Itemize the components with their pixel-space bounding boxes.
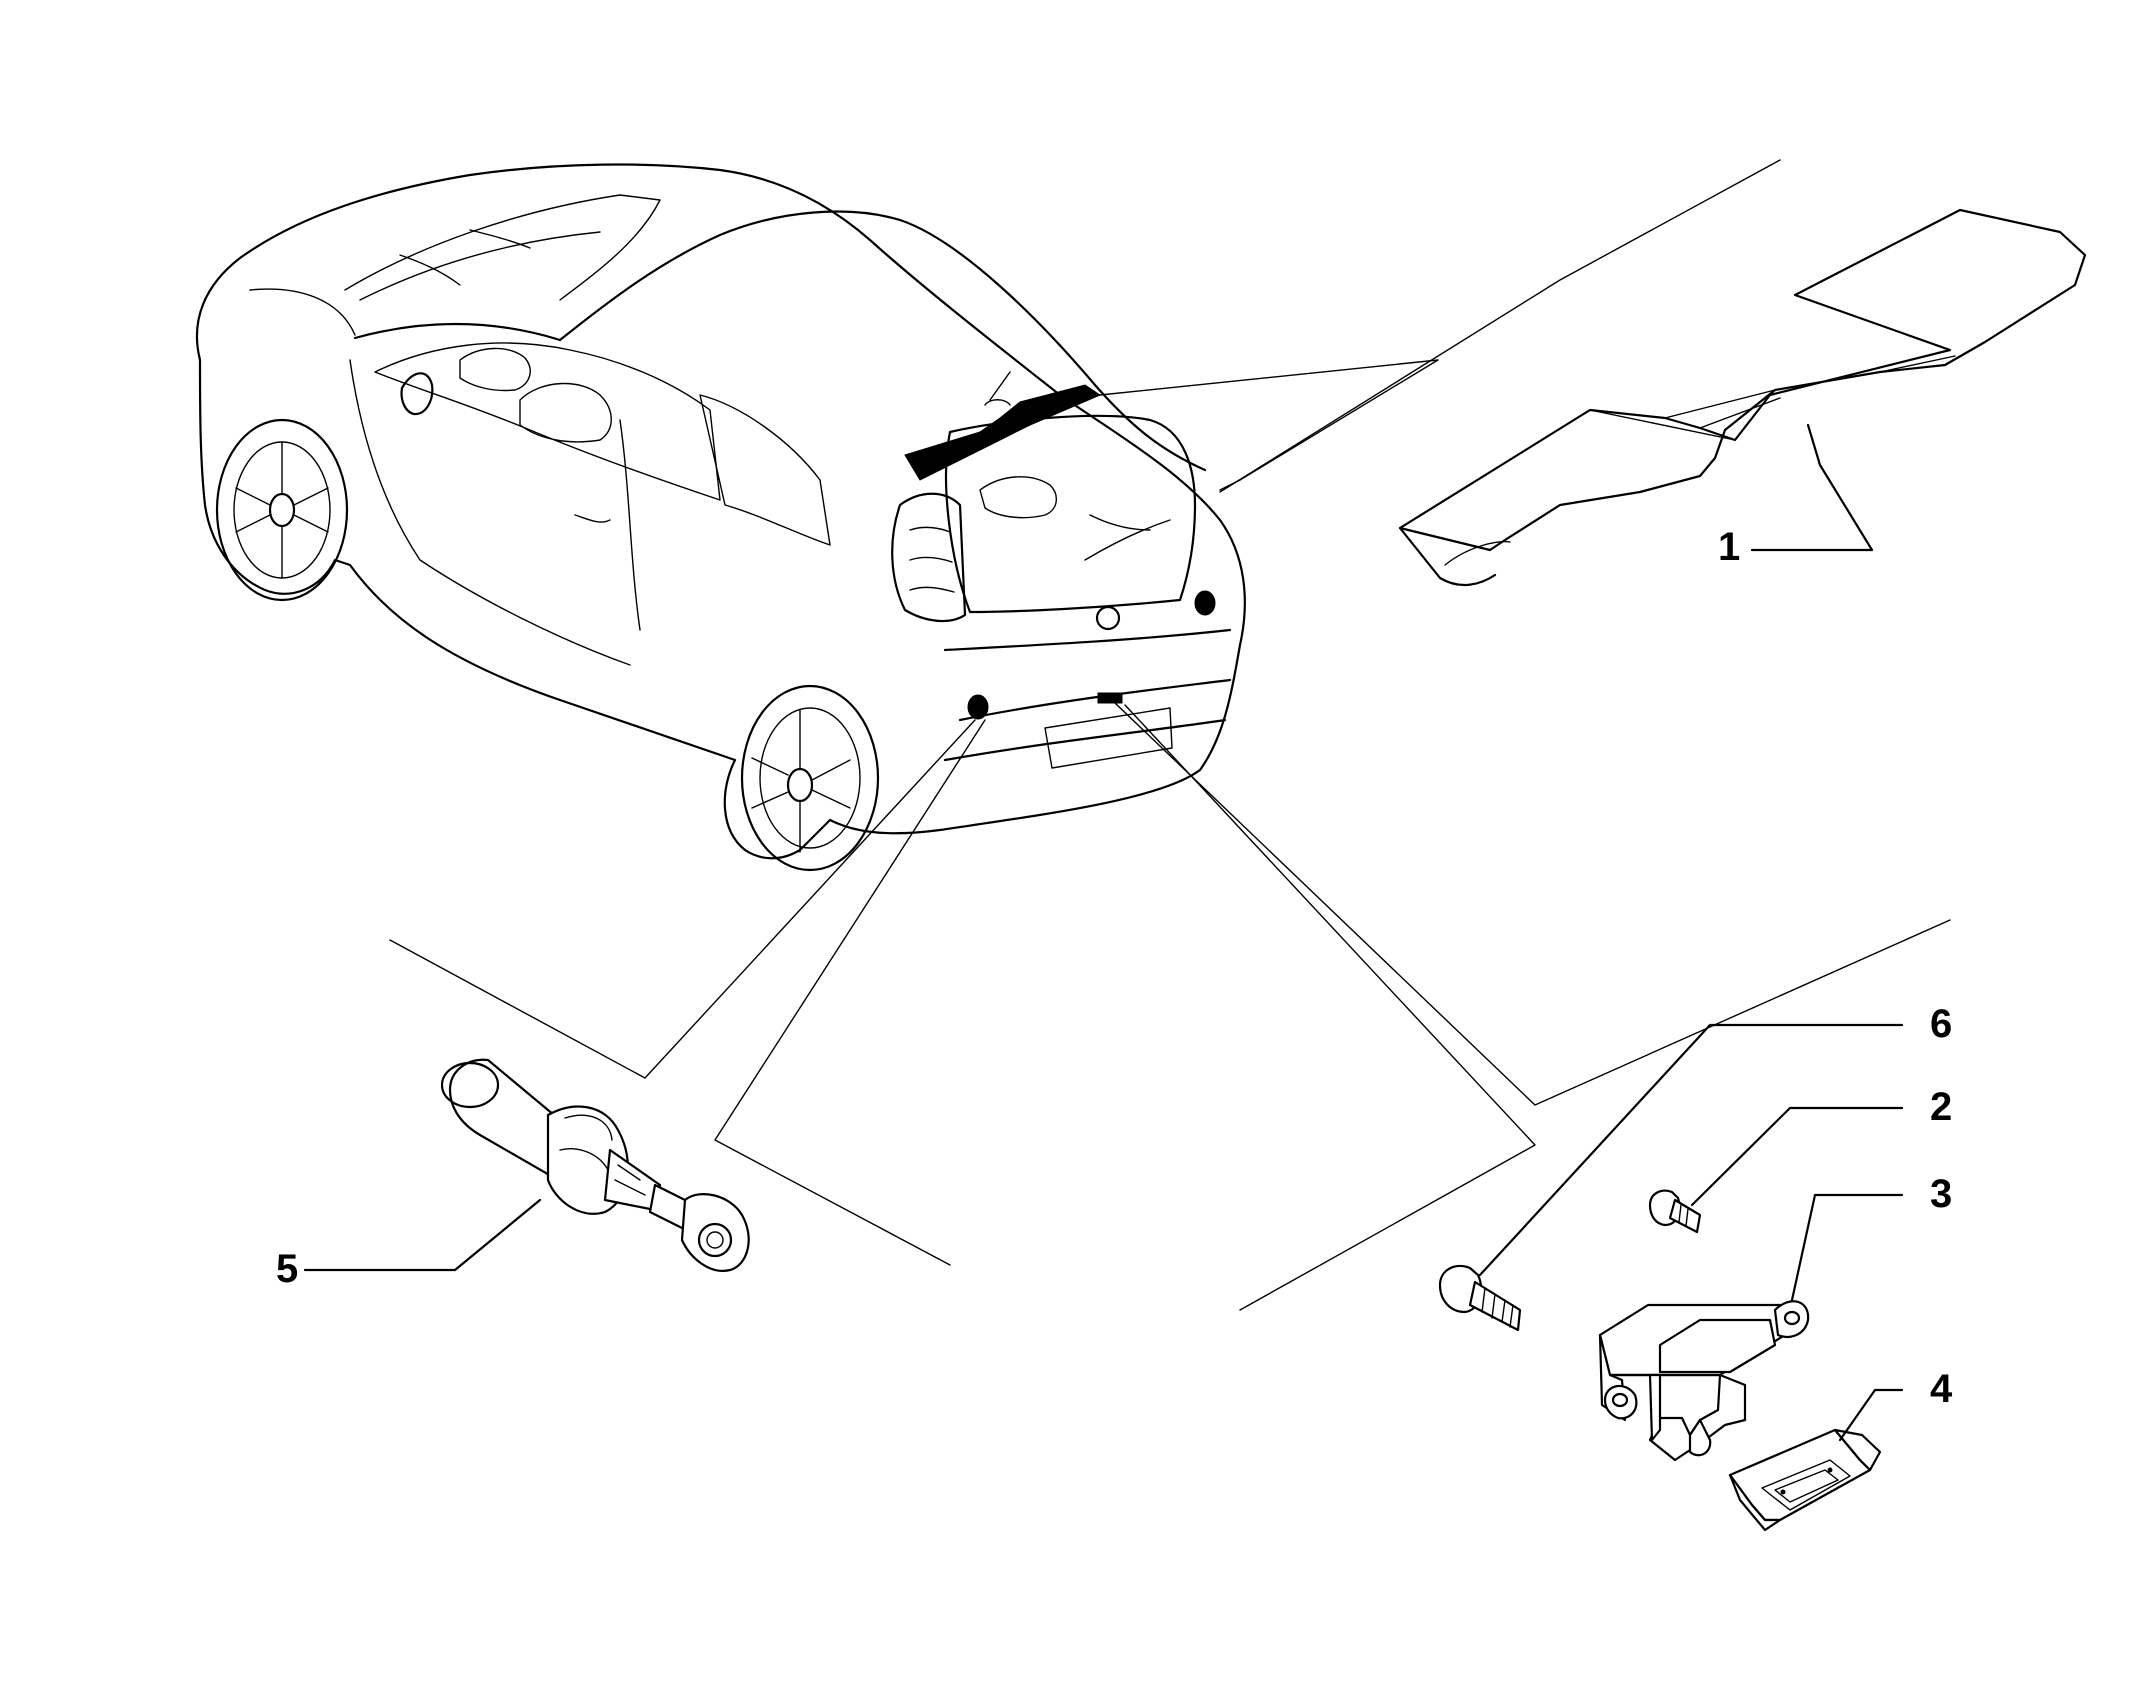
callout-6: 6 <box>1478 1002 1952 1277</box>
callout-2-label: 2 <box>1930 1085 1952 1129</box>
callout-4: 4 <box>1838 1367 1953 1442</box>
callout-3: 3 <box>1790 1172 1952 1302</box>
callout-1: 1 <box>1718 423 1874 569</box>
car-illustration <box>195 163 1246 872</box>
callout-3-label: 3 <box>1930 1172 1952 1216</box>
callout-5-label: 5 <box>276 1247 298 1291</box>
callout-1-label: 1 <box>1718 525 1740 569</box>
callout-5: 5 <box>276 1198 542 1291</box>
part-6-bolt <box>1438 1264 1522 1332</box>
callout-4-label: 4 <box>1930 1367 1953 1411</box>
part-4-striker-plate <box>1728 1428 1882 1532</box>
leader-lines <box>389 159 1951 1311</box>
callout-2: 2 <box>1690 1085 1952 1207</box>
part-2-screw <box>1648 1189 1702 1234</box>
callout-6-label: 6 <box>1930 1002 1952 1046</box>
part-1-rear-spoiler <box>1398 208 2087 587</box>
part-5-lock-cylinder <box>440 1058 750 1272</box>
part-3-latch-bracket <box>1598 1300 1810 1462</box>
